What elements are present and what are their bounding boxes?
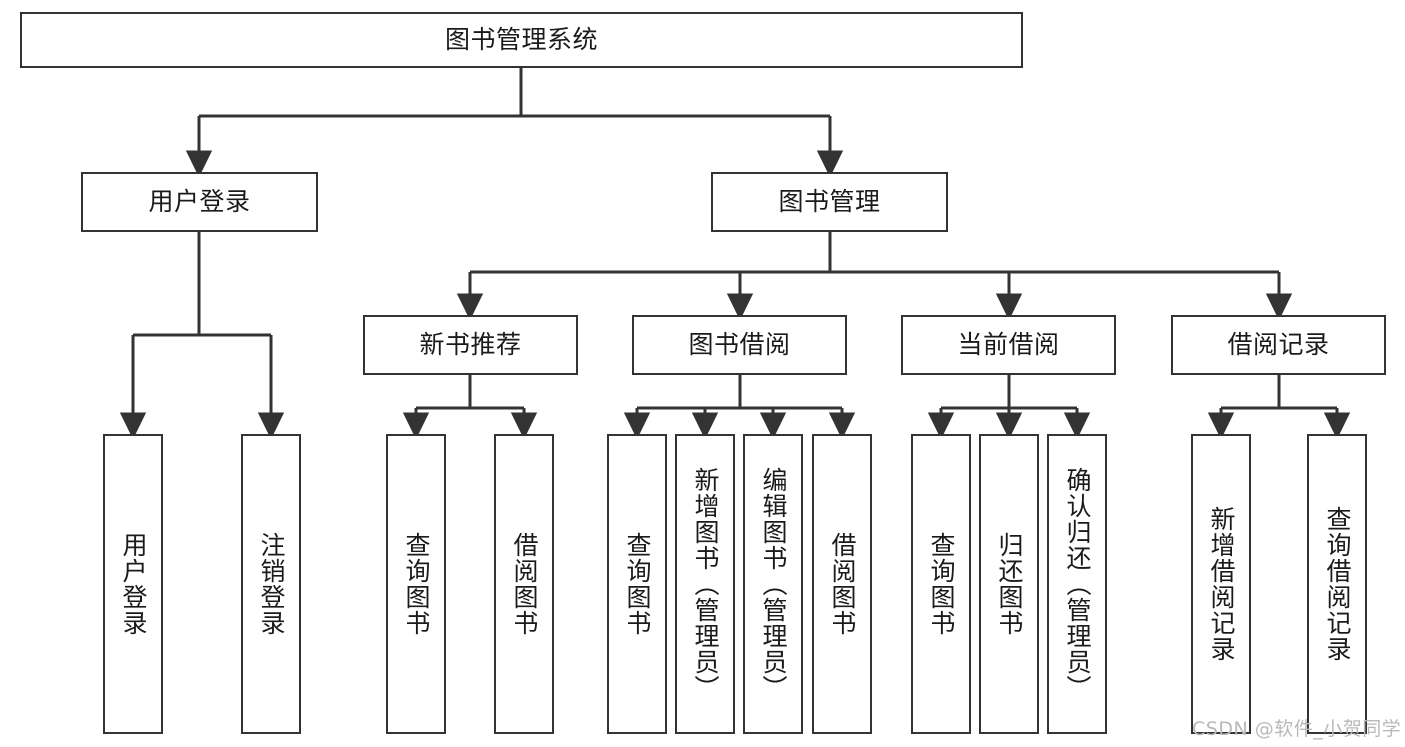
node-label: 新增借阅记录 <box>1207 506 1236 662</box>
node-borrow-record[interactable]: 借阅记录 <box>1171 315 1386 375</box>
node-label: 注销登录 <box>257 532 286 636</box>
leaf-book-borrow-query-book[interactable]: 查询图书 <box>607 434 667 734</box>
leaf-current-borrow-return-book[interactable]: 归还图书 <box>979 434 1039 734</box>
node-root-book-management-system[interactable]: 图书管理系统 <box>20 12 1023 68</box>
leaf-user-login-logout[interactable]: 注销登录 <box>241 434 301 734</box>
leaf-user-login-login[interactable]: 用户登录 <box>103 434 163 734</box>
leaf-book-borrow-add-book-admin[interactable]: 新增图书（管理员） <box>675 434 735 734</box>
node-label: 用户登录 <box>119 532 148 636</box>
node-label: 借阅记录 <box>1227 330 1330 360</box>
node-label: 用户登录 <box>148 187 251 217</box>
node-label: 当前借阅 <box>957 330 1060 360</box>
node-book-management[interactable]: 图书管理 <box>711 172 948 232</box>
csdn-watermark: CSDN @软件_小贺同学 <box>1192 718 1402 740</box>
node-label: 查询图书 <box>623 532 652 636</box>
leaf-new-book-borrow-book[interactable]: 借阅图书 <box>494 434 554 734</box>
leaf-current-borrow-query-book[interactable]: 查询图书 <box>911 434 971 734</box>
node-book-borrow[interactable]: 图书借阅 <box>632 315 847 375</box>
node-label: 图书借阅 <box>688 330 791 360</box>
leaf-book-borrow-borrow-book[interactable]: 借阅图书 <box>812 434 872 734</box>
node-user-login[interactable]: 用户登录 <box>81 172 318 232</box>
node-label: 借阅图书 <box>828 532 857 636</box>
node-new-book-recommend[interactable]: 新书推荐 <box>363 315 578 375</box>
node-label: 新书推荐 <box>419 330 522 360</box>
leaf-current-borrow-confirm-return-admin[interactable]: 确认归还（管理员） <box>1047 434 1107 734</box>
node-label: 借阅图书 <box>510 532 539 636</box>
leaf-borrow-record-add-record[interactable]: 新增借阅记录 <box>1191 434 1251 734</box>
leaf-book-borrow-edit-book-admin[interactable]: 编辑图书（管理员） <box>743 434 803 734</box>
leaf-new-book-query-book[interactable]: 查询图书 <box>386 434 446 734</box>
leaf-borrow-record-query-record[interactable]: 查询借阅记录 <box>1307 434 1367 734</box>
node-label: 查询借阅记录 <box>1323 506 1352 662</box>
node-label: 图书管理 <box>778 187 881 217</box>
node-label: 确认归还（管理员） <box>1063 467 1092 701</box>
node-label: 新增图书（管理员） <box>691 467 720 701</box>
node-current-borrow[interactable]: 当前借阅 <box>901 315 1116 375</box>
node-label: 图书管理系统 <box>444 25 598 55</box>
node-label: 归还图书 <box>995 532 1024 636</box>
node-label: 查询图书 <box>402 532 431 636</box>
node-label: 编辑图书（管理员） <box>759 467 788 701</box>
node-label: 查询图书 <box>927 532 956 636</box>
